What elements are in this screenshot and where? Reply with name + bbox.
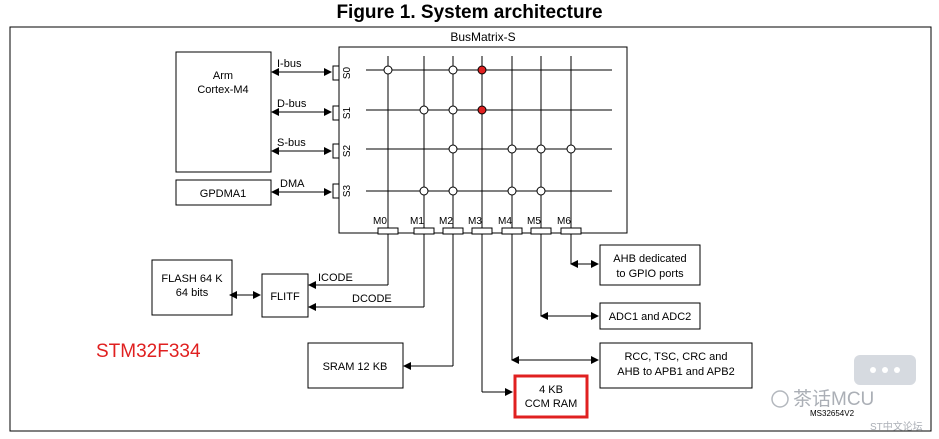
dcode-label: DCODE: [352, 293, 392, 305]
matrix-columns: [387, 56, 572, 228]
ccm-line1: 4 KB: [539, 384, 563, 396]
icode-label: ICODE: [318, 272, 353, 284]
matrix-rows: [366, 69, 612, 192]
rcc-box: [599, 342, 753, 389]
slave-port-s1: S1: [342, 106, 353, 119]
adc-label: ADC1 and ADC2: [609, 311, 692, 323]
highlight-node-s0-m3: [477, 65, 487, 75]
master-port-m6: M6: [557, 216, 571, 227]
slave-port-s3: S3: [342, 184, 353, 197]
busmatrix-box: [338, 46, 628, 234]
busmatrix-label: BusMatrix-S: [450, 30, 515, 44]
matrix-nodes: [383, 65, 576, 196]
flitf-box: [261, 273, 309, 318]
s3-connector: [332, 183, 340, 199]
cortex-m4-line2: Cortex-M4: [197, 84, 248, 96]
gpdma1-box: [175, 179, 272, 206]
rcc-line2: AHB to APB1 and APB2: [617, 366, 734, 378]
sram-box: [307, 342, 404, 389]
watermark-main: 茶话MCU: [793, 388, 874, 410]
s2-connector: [332, 143, 340, 159]
ahb-gpio-line2: to GPIO ports: [616, 268, 684, 280]
master-port-m1: M1: [410, 216, 424, 227]
ccm-line2: CCM RAM: [525, 398, 578, 410]
ahb-gpio-line1: AHB dedicated: [613, 253, 686, 265]
flash-line2: 64 bits: [176, 287, 209, 299]
slave-port-s0: S0: [342, 66, 353, 79]
flash-box: [151, 259, 233, 316]
dbus-label: D-bus: [277, 98, 307, 110]
watermark-sub: ST中文论坛: [870, 420, 923, 433]
master-port-m4: M4: [498, 216, 512, 227]
flash-line1: FLASH 64 K: [161, 273, 223, 285]
watermark: 茶话MCU ST中文论坛: [771, 355, 923, 433]
figure-id: MS32654V2: [810, 409, 855, 418]
master-port-m2: M2: [439, 216, 453, 227]
figure-title: Figure 1. System architecture: [336, 2, 603, 23]
ibus-label: I-bus: [277, 58, 302, 70]
chip-annotation: STM32F334: [96, 341, 201, 362]
gpdma1-label: GPDMA1: [200, 188, 246, 200]
ccm-ram-box: [513, 374, 589, 419]
master-bus-arrows: [271, 68, 332, 196]
adc-box: [599, 302, 701, 330]
dma-label: DMA: [280, 178, 305, 190]
wechat-icon: [771, 390, 789, 408]
s0-connector: [332, 65, 340, 81]
outer-frame: [9, 26, 932, 432]
cortex-m4-box: [175, 51, 272, 173]
flitf-label: FLITF: [270, 291, 300, 303]
slave-port-s2: S2: [342, 144, 353, 157]
rcc-line1: RCC, TSC, CRC and: [624, 351, 727, 363]
cortex-m4-line1: Arm: [213, 70, 233, 82]
ahb-gpio-box: [599, 244, 701, 286]
highlight-node-s1-m3: [477, 105, 487, 115]
sram-label: SRAM 12 KB: [323, 361, 388, 373]
master-port-m0: M0: [373, 216, 387, 227]
master-port-m5: M5: [527, 216, 541, 227]
sbus-label: S-bus: [277, 137, 306, 149]
s1-connector: [332, 105, 340, 121]
master-port-m3: M3: [468, 216, 482, 227]
